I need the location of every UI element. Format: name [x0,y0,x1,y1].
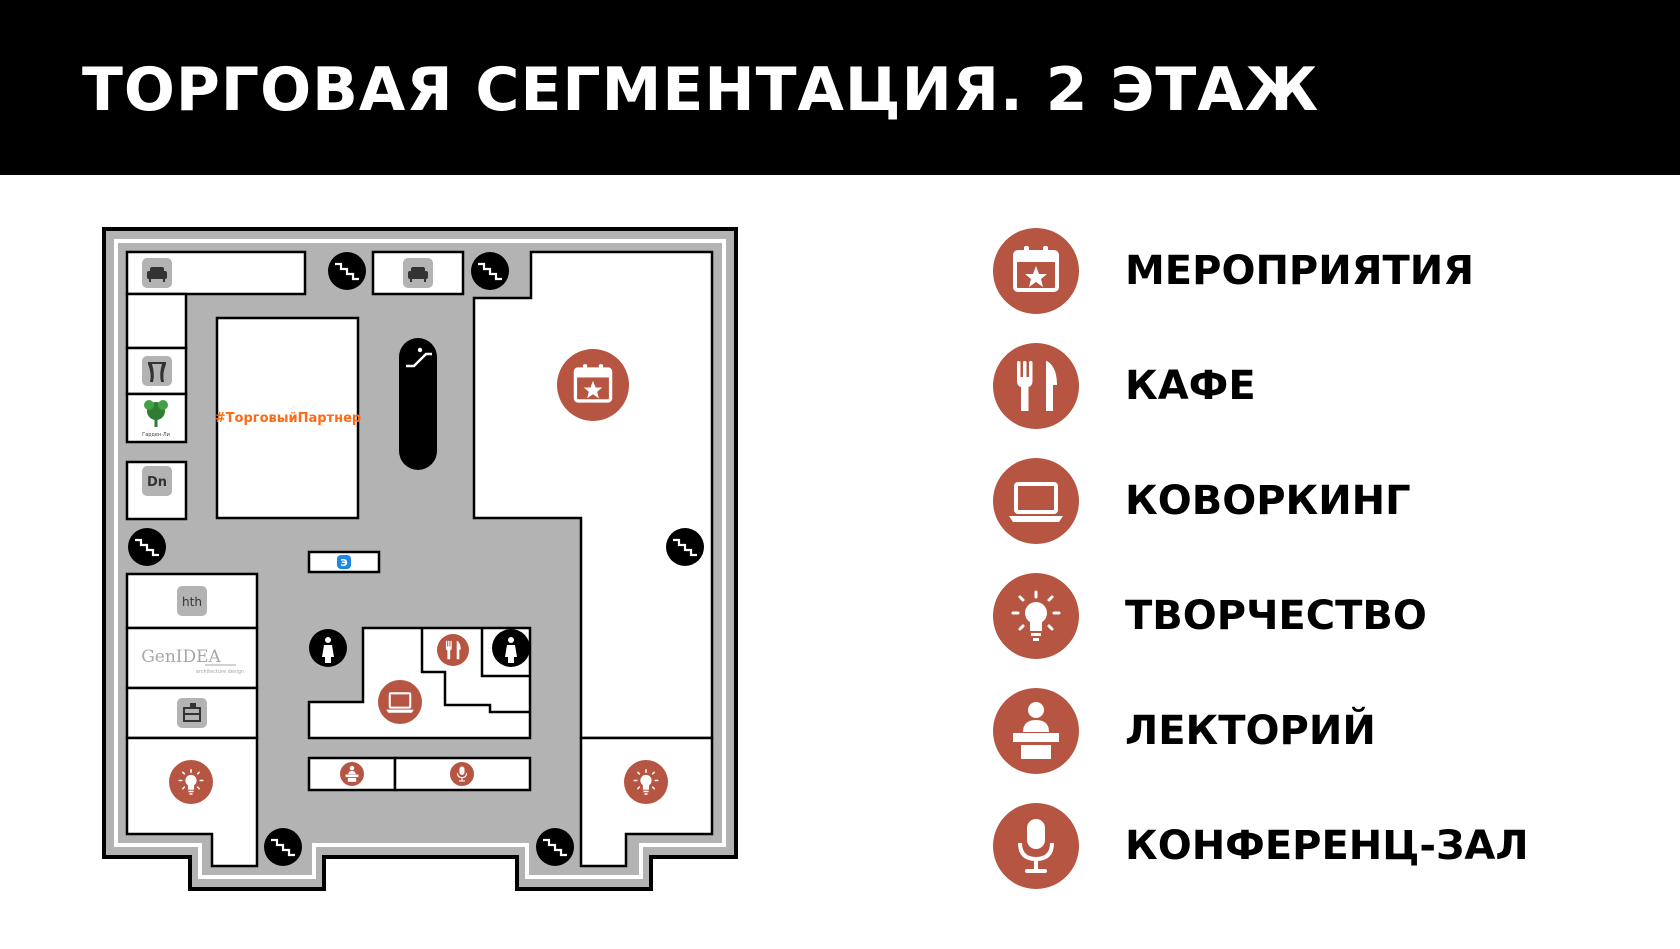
calendar-star-icon [993,228,1079,314]
legend-item-events: МЕРОПРИЯТИЯ [993,228,1593,314]
legend-circle [993,458,1079,544]
stairs-icon [263,827,303,867]
legend-label: КАФЕ [1125,363,1256,409]
stairs-icon [127,527,167,567]
svg-text:architecture design: architecture design [196,669,244,675]
lightbulb-icon [993,573,1079,659]
sofa-icon [403,258,433,288]
stairs-icon [470,251,510,291]
legend-label: ЛЕКТОРИЙ [1125,708,1376,754]
room-nw-strip [125,292,188,350]
room-shop-genidea [125,626,259,690]
svg-text:Э: Э [340,558,347,569]
microphone-icon [993,803,1079,889]
genidea-logo: GenIDEA architecture design [141,647,244,675]
legend-label: ТВОРЧЕСТВО [1125,593,1427,639]
legend-item-lectorium: ЛЕКТОРИЙ [993,688,1593,774]
svg-text:Гарден·Ли: Гарден·Ли [142,432,170,438]
fork-knife-icon [993,343,1079,429]
sofa-icon [142,258,172,288]
lecturer-icon [993,688,1079,774]
stairs-icon [665,527,705,567]
legend-circle [993,688,1079,774]
tenant-partner-label: #ТорговыйПартнер [215,411,361,426]
legend-label: МЕРОПРИЯТИЯ [1125,248,1475,294]
legend-item-coworking: КОВОРКИНГ [993,458,1593,544]
svg-text:hth: hth [182,595,202,609]
floor-plan: Гарден·Ли Dn #ТорговыйПартнер Э hth GenI… [102,227,738,891]
dn-logo: Dn [142,466,172,496]
exit-badge: Э [337,555,351,569]
legend-item-conference: КОНФЕРЕНЦ-ЗАЛ [993,803,1593,889]
page-title: ТОРГОВАЯ СЕГМЕНТАЦИЯ. 2 ЭТАЖ [82,55,1320,125]
svg-text:Dn: Dn [147,475,167,490]
toilet-icon [492,629,530,667]
laptop-icon [993,458,1079,544]
toilet-icon [309,629,347,667]
legend-circle [993,803,1079,889]
legend-item-creativity: ТВОРЧЕСТВО [993,573,1593,659]
stairs-icon [535,827,575,867]
room-tenant-partner [215,316,360,520]
furniture-icon [177,698,207,728]
header-bar: ТОРГОВАЯ СЕГМЕНТАЦИЯ. 2 ЭТАЖ [0,0,1680,175]
svg-text:GenIDEA: GenIDEA [141,647,221,667]
gardenia-logo: Гарден·Ли [142,400,170,438]
legend-label: КОНФЕРЕНЦ-ЗАЛ [1125,823,1529,869]
legend-item-cafe: КАФЕ [993,343,1593,429]
stairs-icon [327,251,367,291]
room-events-east [472,250,714,740]
legend-circle [993,343,1079,429]
room-cafe-block [307,626,532,740]
escalator-icon [406,347,432,368]
curtain-icon [142,356,172,386]
escalator [399,338,437,470]
hth-logo: hth [177,586,207,616]
legend-label: КОВОРКИНГ [1125,478,1411,524]
legend-circle [993,573,1079,659]
legend-circle [993,228,1079,314]
